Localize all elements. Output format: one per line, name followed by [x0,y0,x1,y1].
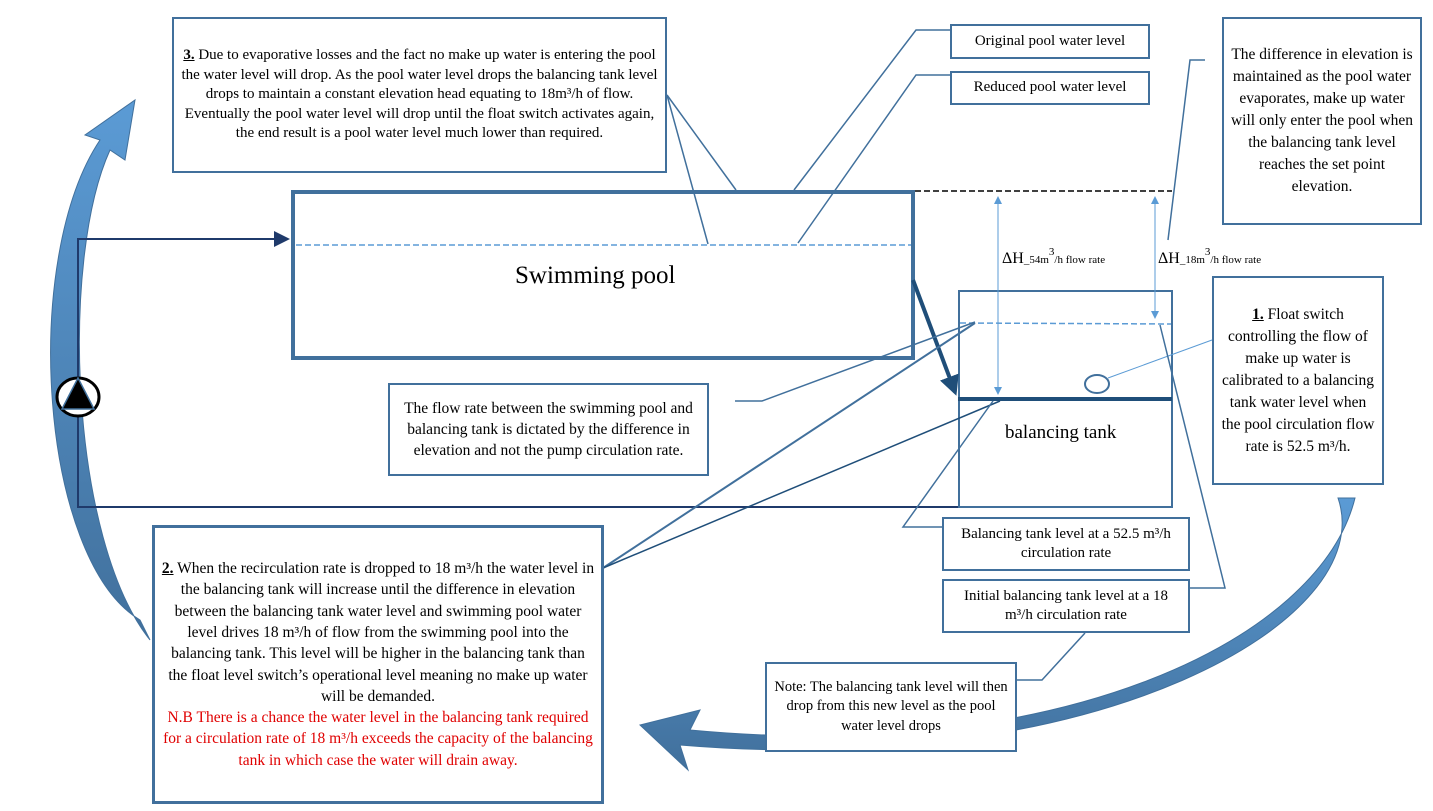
cycle-arrow-right [638,497,1356,772]
tank-level-18-label: Initial balancing tank level at a 18 m³/… [942,579,1190,633]
step-number: 3. [183,47,195,64]
step2-note: 2. When the recirculation rate is droppe… [152,525,604,804]
original-level-label: Original pool water level [950,24,1150,59]
step-number: 2. [161,560,174,578]
float-switch [1084,374,1110,394]
reduced-level-label: Reduced pool water level [950,71,1150,105]
warning-text: N.B There is a chance the water level in… [163,709,593,769]
tank-level-52-label: Balancing tank level at a 52.5 m³/h circ… [942,517,1190,571]
step-text: When the recirculation rate is dropped t… [168,560,595,705]
dh-sub: _18m [1179,254,1205,266]
dh-sup: 3 [1048,246,1055,258]
step-text: Float switch controlling the flow of mak… [1221,305,1375,455]
elevation-note: The difference in elevation is maintaine… [1222,17,1422,225]
dh-tail: /h flow rate [1210,254,1262,266]
step1-note: 1. Float switch controlling the flow of … [1212,276,1384,485]
delta-h-54-label: ΔH_54m3/h flow rate [1002,246,1105,268]
tank-label: balancing tank [1005,422,1117,443]
dh-sup: 3 [1204,246,1211,258]
swimming-pool [291,190,915,360]
step3-note: 3. Due to evaporative losses and the fac… [172,17,667,173]
cycle-arrow-left [50,98,151,641]
pool-label: Swimming pool [515,262,676,289]
step-number: 1. [1252,305,1264,323]
delta-h-18-label: ΔH_18m3/h flow rate [1158,246,1261,268]
drop-note: Note: The balancing tank level will then… [765,662,1017,752]
dh-main: ΔH [1158,250,1180,267]
dh-tail: /h flow rate [1054,254,1106,266]
pump-icon [55,376,101,418]
flow-rate-note: The flow rate between the swimming pool … [388,383,709,476]
step-text: Due to evaporative losses and the fact n… [181,47,658,142]
dh-sub: _54m [1023,254,1049,266]
circulation-pipe [77,231,290,507]
dh-main: ΔH [1002,250,1024,267]
